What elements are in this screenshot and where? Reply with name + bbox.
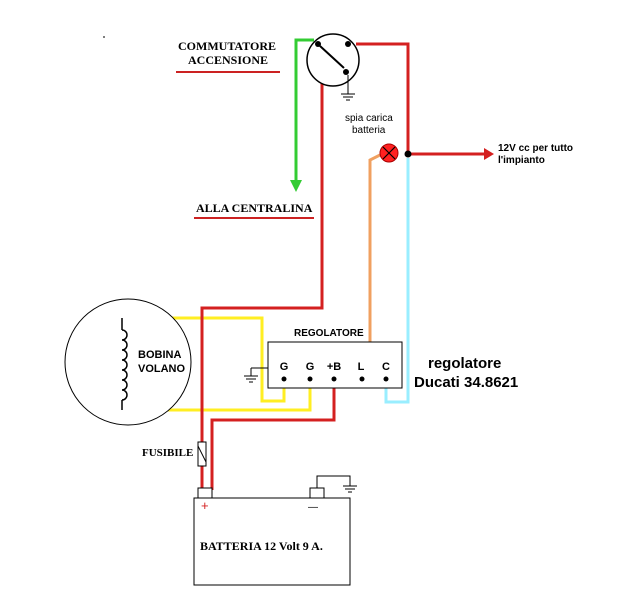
output-label-line2: l'impianto xyxy=(498,155,545,166)
output-junction xyxy=(404,150,412,158)
battery xyxy=(193,475,357,586)
lamp-label-line1: spia carica xyxy=(345,113,393,124)
output-label-line1: 12V cc per tutto xyxy=(498,143,573,154)
wire-red-switch-to-lamp xyxy=(356,42,410,155)
wire-green xyxy=(294,38,314,186)
coil-label-line2: VOLANO xyxy=(138,363,186,375)
terminal-b-label: +B xyxy=(327,361,341,373)
wire-red-battery-to-regulator xyxy=(210,384,336,490)
battery-plus: + xyxy=(201,498,209,513)
coil-label-line1: BOBINA xyxy=(138,349,181,361)
stray-dot xyxy=(103,36,105,38)
output-arrow-head xyxy=(484,148,494,160)
green-arrow-head xyxy=(290,180,302,192)
terminal-g2 xyxy=(307,376,313,382)
fuse-element xyxy=(197,445,207,463)
wire-cyan xyxy=(384,158,410,404)
ecu-label: ALLA CENTRALINA xyxy=(196,201,313,215)
flywheel-coil xyxy=(64,298,192,426)
wire-red-switch-to-regulator xyxy=(200,80,324,494)
regulator-model-line1: regolatore xyxy=(428,355,501,372)
battery-minus: — xyxy=(308,502,318,513)
battery-label: BATTERIA 12 Volt 9 A. xyxy=(200,539,323,553)
fuse-label: FUSIBILE xyxy=(142,447,193,459)
lamp-label-line2: batteria xyxy=(352,125,386,136)
terminal-l xyxy=(359,376,365,382)
ignition-switch xyxy=(306,33,360,101)
terminal-g2-label: G xyxy=(306,361,315,373)
terminal-c xyxy=(383,376,389,382)
wire-yellow-1 xyxy=(122,316,286,403)
terminal-g1-label: G xyxy=(280,361,289,373)
switch-title-line1: COMMUTATORE xyxy=(178,39,276,53)
terminal-b xyxy=(331,376,337,382)
terminal-l-label: L xyxy=(358,361,365,373)
terminal-c-label: C xyxy=(382,361,390,373)
regulator-title: REGOLATORE xyxy=(294,328,364,339)
regulator-ground xyxy=(244,367,268,383)
regulator-model-line2: Ducati 34.8621 xyxy=(414,374,518,391)
wire-yellow-2 xyxy=(122,384,312,412)
switch-title-line2: ACCENSIONE xyxy=(188,53,268,67)
terminal-g1 xyxy=(281,376,287,382)
charge-lamp xyxy=(379,143,399,163)
